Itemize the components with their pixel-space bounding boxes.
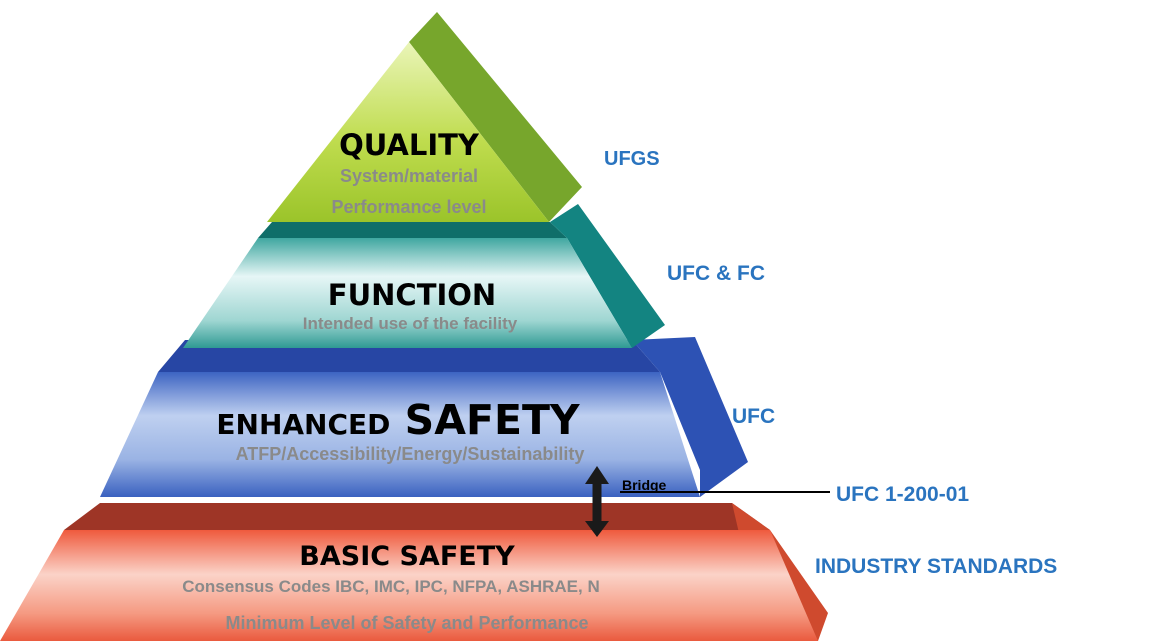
quality-title: QUALITY [339,128,479,162]
function-front-face [183,238,632,348]
side-label-ufgs: UFGS [604,148,660,170]
basic-safety-line-1: Consensus Codes IBC, IMC, IPC, NFPA, ASH… [182,577,600,596]
enhanced-safety-line-1: ATFP/Accessibility/Energy/Sustainability [235,444,585,464]
enhanced-safety-front-face [100,372,700,497]
function-side-face [550,204,665,348]
side-label-industry-standards: INDUSTRY STANDARDS [815,555,1058,578]
quality-side-face [409,12,582,222]
quality-line-2: Performance level [331,197,487,217]
tier-function [183,204,665,348]
basic-safety-front-face [0,530,818,641]
safety-word: SAFETY [404,396,580,444]
enhanced-safety-title: ENHANCED SAFETY [216,400,579,441]
quality-front-face [267,42,549,222]
basic-safety-title: BASIC SAFETY [299,541,515,572]
basic-safety-line-2: Minimum Level of Safety and Performance [225,613,589,633]
bridge-arrow-up-head [585,466,609,484]
function-title: FUNCTION [327,278,497,312]
enhanced-word: ENHANCED [216,408,391,441]
bridge-label: Bridge [622,477,667,493]
function-line-1: Intended use of the facility [302,314,518,333]
bridge-arrow-down-head [585,521,609,537]
enhanced-safety-side-face [632,337,748,497]
tier-quality [267,12,582,222]
basic-safety-top-face [64,503,770,530]
side-label-ufc-1-200-01: UFC 1-200-01 [836,483,970,506]
quality-line-1: System/material [339,166,479,186]
bridge-connector [585,466,830,537]
function-top-face [258,222,567,238]
side-label-ufc: UFC [732,405,776,428]
side-label-ufc-fc: UFC & FC [667,262,765,285]
